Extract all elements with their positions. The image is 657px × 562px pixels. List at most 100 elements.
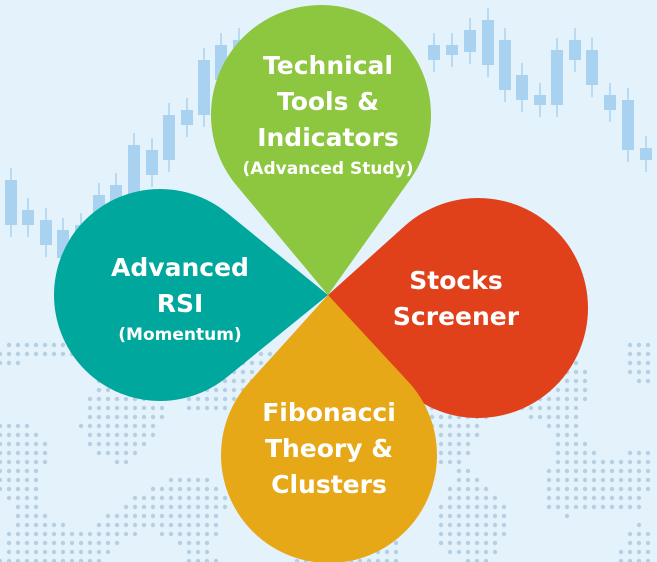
map-dot: [645, 360, 651, 366]
map-dot: [645, 549, 651, 555]
map-dot: [33, 513, 39, 519]
map-dot: [33, 441, 39, 447]
map-dot: [96, 414, 102, 420]
map-dot: [195, 405, 201, 411]
map-dot: [186, 396, 192, 402]
map-dot: [186, 558, 192, 562]
map-dot: [60, 531, 66, 537]
map-dot: [573, 495, 579, 501]
map-dot: [177, 477, 183, 483]
map-dot: [150, 486, 156, 492]
map-dot: [60, 351, 66, 357]
title-line: Tools &: [276, 87, 380, 116]
map-dot: [150, 405, 156, 411]
map-dot: [159, 522, 165, 528]
candle-body: [446, 45, 458, 55]
map-dot: [186, 486, 192, 492]
map-dot: [474, 495, 480, 501]
map-dot: [627, 450, 633, 456]
map-dot: [591, 477, 597, 483]
candle-body: [198, 60, 210, 115]
map-dot: [447, 441, 453, 447]
map-dot: [123, 423, 129, 429]
map-dot: [618, 549, 624, 555]
map-dot: [483, 549, 489, 555]
map-dot: [6, 441, 12, 447]
map-dot: [582, 387, 588, 393]
map-dot: [0, 360, 3, 366]
map-dot: [582, 369, 588, 375]
subtitle: (Advanced Study): [242, 159, 414, 179]
map-dot: [69, 531, 75, 537]
map-dot: [456, 495, 462, 501]
map-dot: [33, 459, 39, 465]
map-dot: [186, 477, 192, 483]
map-dot: [114, 405, 120, 411]
map-dot: [456, 441, 462, 447]
map-dot: [177, 513, 183, 519]
map-dot: [33, 522, 39, 528]
map-dot: [0, 558, 3, 562]
map-dot: [483, 540, 489, 546]
map-dot: [69, 558, 75, 562]
map-dot: [609, 477, 615, 483]
map-dot: [222, 504, 228, 510]
map-dot: [573, 459, 579, 465]
petal-technical: [211, 4, 431, 295]
map-dot: [573, 405, 579, 411]
map-dot: [105, 522, 111, 528]
map-dot: [186, 531, 192, 537]
map-dot: [204, 513, 210, 519]
map-dot: [591, 459, 597, 465]
map-dot: [474, 558, 480, 562]
map-dot: [114, 540, 120, 546]
map-dot: [195, 549, 201, 555]
map-dot: [105, 387, 111, 393]
title-line: Technical: [263, 51, 393, 80]
map-dot: [141, 432, 147, 438]
map-dot: [582, 468, 588, 474]
map-dot: [636, 450, 642, 456]
map-dot: [132, 432, 138, 438]
map-dot: [573, 441, 579, 447]
map-dot: [456, 504, 462, 510]
map-dot: [465, 450, 471, 456]
map-dot: [573, 369, 579, 375]
map-dot: [501, 522, 507, 528]
map-dot: [456, 450, 462, 456]
map-dot: [600, 459, 606, 465]
map-dot: [465, 513, 471, 519]
map-dot: [501, 531, 507, 537]
map-dot: [24, 513, 30, 519]
petal-screener: [328, 198, 588, 419]
map-dot: [465, 549, 471, 555]
map-dot: [51, 531, 57, 537]
map-dot: [474, 486, 480, 492]
map-dot: [231, 387, 237, 393]
candle-body: [40, 220, 52, 245]
map-dot: [150, 513, 156, 519]
map-dot: [591, 504, 597, 510]
map-dot: [168, 486, 174, 492]
map-dot: [33, 468, 39, 474]
map-dot: [564, 477, 570, 483]
map-dot: [6, 360, 12, 366]
map-dot: [492, 513, 498, 519]
map-dot: [645, 477, 651, 483]
map-dot: [0, 468, 3, 474]
map-dot: [105, 549, 111, 555]
map-dot: [456, 486, 462, 492]
map-dot: [618, 477, 624, 483]
map-dot: [33, 351, 39, 357]
map-dot: [24, 351, 30, 357]
map-dot: [114, 513, 120, 519]
map-dot: [456, 477, 462, 483]
title-line: Clusters: [271, 470, 387, 499]
map-dot: [96, 396, 102, 402]
candle-body: [551, 50, 563, 105]
candle-body: [516, 75, 528, 100]
map-dot: [114, 423, 120, 429]
map-dot: [6, 351, 12, 357]
map-dot: [591, 486, 597, 492]
